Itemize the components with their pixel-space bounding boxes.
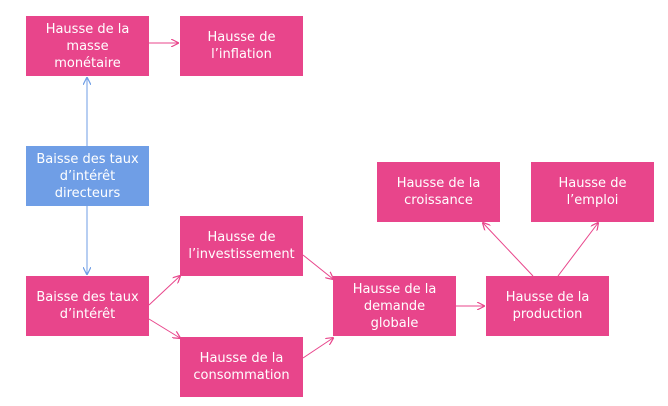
arrow-consommation-to-demande <box>302 338 333 359</box>
node-hausse-masse-monetaire: Hausse de la masse monétaire <box>26 16 149 76</box>
node-baisse-taux-interet: Baisse des taux d’intérêt <box>26 276 149 336</box>
node-hausse-consommation: Hausse de la consommation <box>180 337 303 397</box>
arrow-production-to-croissance <box>483 223 534 277</box>
arrow-production-to-emploi <box>557 223 598 277</box>
arrow-baisse-to-consommation <box>148 318 180 338</box>
node-hausse-emploi: Hausse de l’emploi <box>531 162 654 222</box>
node-hausse-production: Hausse de la production <box>486 276 609 336</box>
node-baisse-taux-directeurs: Baisse des taux d’intérêt directeurs <box>26 146 149 206</box>
arrow-baisse-to-investissement <box>148 276 180 306</box>
node-hausse-investissement: Hausse de l’investissement <box>180 216 303 276</box>
arrow-investissement-to-demande <box>302 254 333 279</box>
node-hausse-croissance: Hausse de la croissance <box>377 162 500 222</box>
node-hausse-demande-globale: Hausse de la demande globale <box>333 276 456 336</box>
node-hausse-inflation: Hausse de l’inflation <box>180 16 303 76</box>
